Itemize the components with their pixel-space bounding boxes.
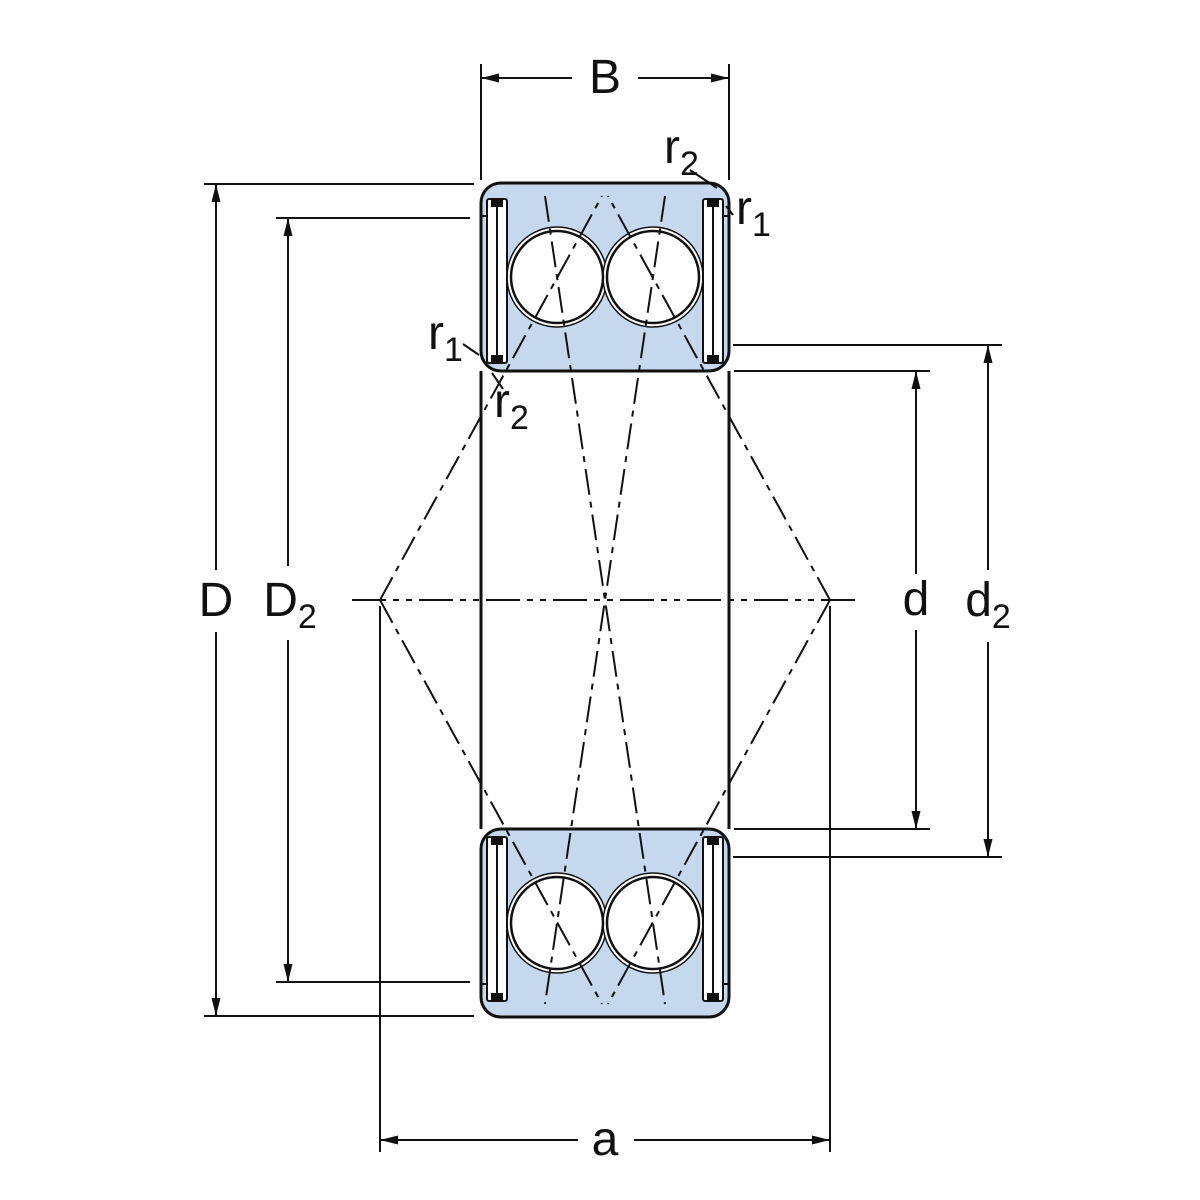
dimension-d: d xyxy=(734,370,930,830)
label-a: a xyxy=(592,1113,619,1166)
r2-left-leader xyxy=(491,372,504,390)
bearing-section-bottom xyxy=(479,827,731,1019)
bearing-section-top xyxy=(479,181,731,373)
label-d: d xyxy=(903,573,930,626)
label-D: D xyxy=(199,574,234,627)
label-r2-left: r2 xyxy=(494,375,529,437)
r2-top-right-leader xyxy=(689,169,718,189)
dimension-D2: D2 xyxy=(263,217,470,983)
fillet-callouts: r2 r1 r1 r2 xyxy=(428,121,771,437)
contact-angle-lines xyxy=(379,195,831,1005)
dimension-B: B xyxy=(480,51,730,180)
dimension-a: a xyxy=(379,606,831,1166)
bearing-sections xyxy=(479,181,731,1019)
label-r2-top-right: r2 xyxy=(664,121,699,183)
dimension-d2: d2 xyxy=(733,344,1011,858)
r1-top-right-leader xyxy=(725,205,734,216)
dimension-D: D xyxy=(199,183,474,1017)
label-B: B xyxy=(589,51,621,104)
r1-left-leader xyxy=(462,343,480,356)
label-r1-left: r1 xyxy=(428,307,463,369)
seal-right xyxy=(702,198,724,364)
label-D2: D2 xyxy=(263,574,317,636)
label-r1-top-right: r1 xyxy=(736,182,771,244)
label-d2: d2 xyxy=(965,574,1011,636)
seal-left xyxy=(486,198,508,364)
